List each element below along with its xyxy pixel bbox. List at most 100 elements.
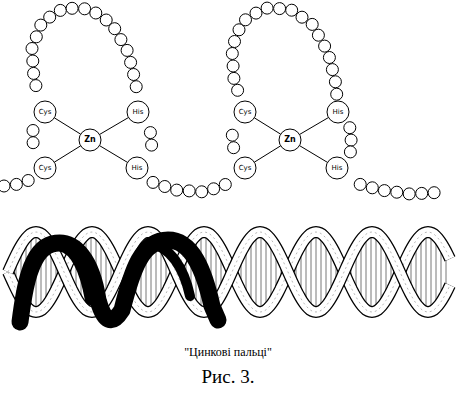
amino-acid-bead bbox=[226, 48, 238, 60]
coordination-bond bbox=[254, 118, 280, 134]
amino-acid-bead bbox=[30, 80, 42, 92]
amino-acid-bead bbox=[391, 186, 403, 198]
amino-acid-bead bbox=[79, 3, 91, 15]
base-pair bbox=[426, 232, 427, 311]
residue-bead bbox=[34, 157, 56, 179]
amino-acid-bead bbox=[312, 29, 324, 41]
amino-acid-bead bbox=[227, 60, 239, 72]
residue-label: His bbox=[133, 109, 144, 116]
amino-acid-bead bbox=[354, 178, 366, 190]
amino-acid-bead bbox=[326, 64, 338, 76]
amino-acid-bead bbox=[30, 31, 42, 43]
amino-acid-bead bbox=[366, 182, 378, 194]
amino-acid-bead bbox=[331, 88, 343, 100]
amino-acid-bead bbox=[229, 36, 241, 48]
residue-label: His bbox=[132, 165, 143, 172]
amino-acid-bead bbox=[296, 11, 308, 23]
residue-label: Cys bbox=[239, 165, 252, 172]
amino-acid-bead bbox=[26, 43, 38, 55]
base-pair bbox=[261, 232, 262, 312]
amino-acid-bead bbox=[109, 23, 121, 35]
coordination-bond bbox=[300, 118, 329, 135]
amino-acid-bead bbox=[345, 134, 357, 146]
amino-acid-bead bbox=[319, 40, 331, 52]
residue-bead bbox=[126, 157, 148, 179]
residue-bead bbox=[327, 101, 349, 123]
amino-acid-bead bbox=[171, 184, 183, 196]
amino-acid-bead bbox=[403, 188, 415, 200]
base-pair bbox=[266, 234, 267, 310]
base-pair bbox=[376, 233, 377, 311]
amino-acid-bead bbox=[144, 127, 156, 139]
residue-bead bbox=[326, 157, 348, 179]
subtitle-label: "Цинкові пальці" bbox=[184, 346, 272, 358]
amino-acid-bead bbox=[232, 84, 244, 96]
amino-acid-bead bbox=[22, 175, 34, 187]
amino-acid-bead bbox=[27, 137, 39, 149]
zinc-finger-shape bbox=[60, 244, 190, 300]
zinc-ion bbox=[279, 129, 301, 151]
amino-acid-bead bbox=[183, 185, 195, 197]
amino-acid-bead bbox=[274, 3, 286, 15]
amino-acid-bead bbox=[130, 81, 142, 93]
amino-acid-bead bbox=[27, 55, 39, 67]
residue-label: Cys bbox=[39, 109, 52, 116]
amino-acid-bead bbox=[0, 180, 10, 192]
amino-acid-bead bbox=[159, 181, 171, 193]
amino-acid-bead bbox=[28, 67, 40, 79]
residue-bead bbox=[34, 101, 56, 123]
amino-acid-bead bbox=[219, 179, 231, 191]
amino-acid-bead bbox=[286, 4, 298, 16]
residue-label: His bbox=[333, 109, 344, 116]
amino-acid-bead bbox=[196, 186, 208, 198]
amino-acid-bead bbox=[226, 129, 238, 141]
base-pair bbox=[371, 232, 372, 312]
amino-acid-bead bbox=[66, 2, 78, 14]
amino-acid-bead bbox=[250, 7, 262, 19]
amino-acid-bead bbox=[428, 187, 440, 199]
amino-acid-bead bbox=[228, 142, 240, 154]
coordination-bond bbox=[54, 118, 80, 134]
residue-bead bbox=[234, 101, 256, 123]
amino-acid-bead bbox=[323, 52, 335, 64]
amino-acid-bead bbox=[261, 2, 273, 14]
base-pair bbox=[311, 234, 312, 311]
residue-bead bbox=[127, 101, 149, 123]
amino-acid-bead bbox=[10, 178, 22, 190]
amino-acid-bead bbox=[344, 146, 356, 158]
amino-acid-bead bbox=[27, 125, 39, 137]
amino-acid-bead bbox=[228, 72, 240, 84]
amino-acid-bead bbox=[208, 183, 220, 195]
amino-acid-bead bbox=[240, 14, 252, 26]
amino-acid-bead bbox=[146, 139, 158, 151]
amino-acid-bead bbox=[378, 185, 390, 197]
residue-label: Cys bbox=[39, 165, 52, 172]
base-pair bbox=[421, 235, 422, 309]
coordination-bond bbox=[100, 146, 128, 163]
ion-label: Zn bbox=[84, 136, 96, 144]
base-pair bbox=[366, 234, 367, 310]
zinc-finger-shape bbox=[20, 240, 218, 322]
amino-acid-bead bbox=[329, 76, 341, 88]
amino-acid-bead bbox=[306, 18, 318, 30]
base-pair bbox=[256, 233, 257, 311]
amino-acid-bead bbox=[344, 122, 356, 134]
coordination-bond bbox=[254, 146, 280, 162]
zinc-finger-on-dna bbox=[20, 240, 218, 322]
amino-acid-bead bbox=[128, 69, 140, 81]
residue-label: Cys bbox=[239, 109, 252, 116]
base-pair bbox=[316, 232, 317, 312]
figure-caption: Рис. 3. bbox=[202, 367, 255, 386]
base-pair bbox=[436, 236, 437, 308]
amino-acid-bead bbox=[147, 176, 159, 188]
ion-label: Zn bbox=[284, 136, 296, 144]
amino-acid-bead bbox=[121, 44, 133, 56]
coordination-bond bbox=[100, 118, 129, 135]
amino-acid-bead bbox=[54, 4, 66, 16]
residue-label: His bbox=[332, 165, 343, 172]
residue-bead bbox=[234, 157, 256, 179]
zinc-ion bbox=[79, 129, 101, 151]
amino-acid-bead bbox=[90, 7, 102, 19]
amino-acid-bead bbox=[125, 56, 137, 68]
